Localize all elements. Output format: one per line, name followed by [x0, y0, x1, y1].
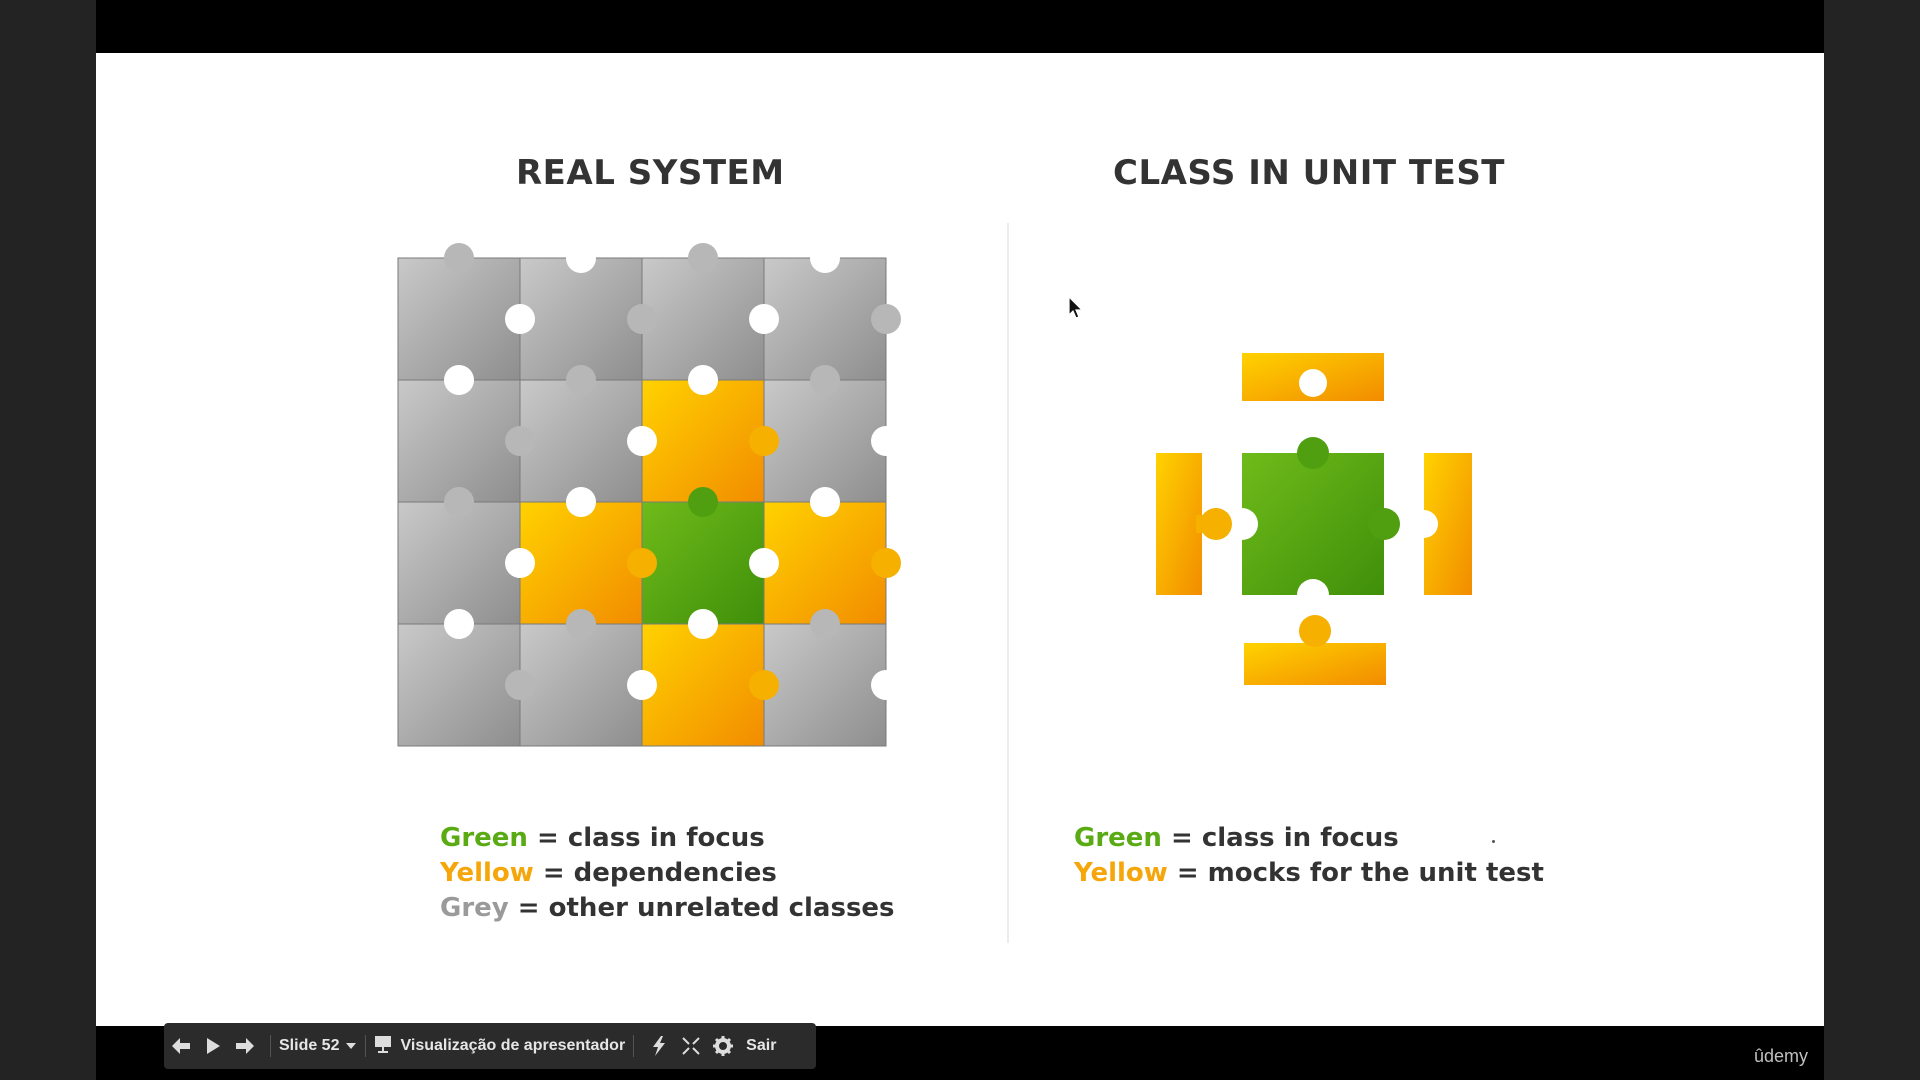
puzzle-piece — [641, 623, 765, 747]
puzzle-knob — [688, 243, 718, 273]
exit-button[interactable]: Sair — [740, 1023, 782, 1069]
center-class-piece — [1226, 437, 1400, 611]
puzzle-knob — [871, 670, 901, 700]
unit-test-puzzle-image — [1156, 353, 1472, 685]
real-system-legend: Green = class in focus Yellow = dependen… — [440, 821, 895, 926]
puzzle-knob — [505, 426, 535, 456]
stray-dot — [1492, 840, 1495, 843]
puzzle-piece — [641, 379, 765, 503]
puzzle-knob — [444, 365, 474, 395]
puzzle-knob — [688, 609, 718, 639]
puzzle-piece — [641, 501, 765, 625]
legend-green-line: Green = class in focus — [1074, 823, 1399, 853]
real-system-puzzle-image — [397, 243, 901, 747]
presentation-slide: REAL SYSTEM CLASS IN UNIT TEST — [96, 53, 1824, 1026]
real-system-title: REAL SYSTEM — [516, 153, 785, 193]
puzzle-knob — [688, 487, 718, 517]
slide-number-label: Slide 52 — [279, 1037, 340, 1054]
play-icon[interactable] — [198, 1023, 228, 1069]
puzzle-knob — [566, 487, 596, 517]
puzzle-knob — [566, 609, 596, 639]
puzzle-knob — [810, 487, 840, 517]
presenter-screen-icon — [374, 1035, 392, 1058]
puzzle-knob — [627, 670, 657, 700]
legend-yellow-line: Yellow = dependencies — [440, 858, 777, 888]
arrow-right-icon[interactable] — [228, 1023, 262, 1069]
puzzle-piece — [519, 501, 643, 625]
top-black-bar — [96, 0, 1824, 53]
class-in-unit-test-title: CLASS IN UNIT TEST — [1113, 153, 1505, 193]
gear-icon[interactable] — [706, 1023, 740, 1069]
puzzle-piece — [397, 501, 521, 625]
udemy-logo: ûdemy — [1754, 1046, 1809, 1066]
laser-pointer-icon[interactable] — [642, 1023, 676, 1069]
puzzle-knob — [749, 548, 779, 578]
puzzle-knob — [505, 670, 535, 700]
left-letterbox — [0, 0, 96, 1080]
chevron-down-icon — [345, 1037, 357, 1055]
puzzle-knob — [810, 609, 840, 639]
puzzle-knob — [444, 609, 474, 639]
right-mock-piece — [1410, 453, 1472, 595]
puzzle-piece — [763, 623, 887, 747]
unit-test-legend: Green = class in focus Yellow = mocks fo… — [1074, 821, 1544, 891]
bottom-mock-piece — [1244, 615, 1386, 685]
puzzle-knob — [505, 304, 535, 334]
slideshow-toolbar: Slide 52 Visualização de apresentador Sa… — [164, 1023, 816, 1069]
puzzle-knob — [505, 548, 535, 578]
puzzle-piece — [397, 257, 521, 381]
puzzle-piece — [763, 501, 887, 625]
toolbar-divider — [633, 1035, 635, 1057]
puzzle-knob — [871, 304, 901, 334]
puzzle-piece — [641, 257, 765, 381]
puzzle-piece — [397, 623, 521, 747]
presenter-view-button[interactable]: Visualização de apresentador — [374, 1023, 625, 1069]
toolbar-divider — [365, 1035, 367, 1057]
puzzle-knob — [749, 670, 779, 700]
legend-yellow-line: Yellow = mocks for the unit test — [1074, 858, 1544, 888]
toolbar-divider — [270, 1035, 271, 1057]
legend-green-line: Green = class in focus — [440, 823, 765, 853]
puzzle-knob — [627, 426, 657, 456]
puzzle-knob — [444, 243, 474, 273]
puzzle-piece — [763, 257, 887, 381]
puzzle-knob — [566, 243, 596, 273]
puzzle-piece — [519, 379, 643, 503]
puzzle-knob — [749, 426, 779, 456]
presenter-view-label: Visualização de apresentador — [400, 1037, 626, 1054]
puzzle-knob — [566, 365, 596, 395]
puzzle-knob — [871, 426, 901, 456]
exit-label: Sair — [746, 1037, 777, 1054]
puzzle-knob — [627, 548, 657, 578]
puzzle-knob — [810, 243, 840, 273]
top-mock-piece — [1242, 353, 1384, 401]
puzzle-knob — [810, 365, 840, 395]
puzzle-knob — [444, 487, 474, 517]
puzzle-piece — [519, 623, 643, 747]
puzzle-knob — [749, 304, 779, 334]
puzzle-knob — [871, 548, 901, 578]
left-mock-piece — [1156, 453, 1232, 595]
puzzle-piece — [763, 379, 887, 503]
puzzle-knob — [688, 365, 718, 395]
mouse-cursor-icon — [1068, 296, 1084, 319]
column-divider — [1007, 223, 1009, 943]
arrow-left-icon[interactable] — [164, 1023, 198, 1069]
right-letterbox — [1824, 0, 1920, 1080]
legend-grey-line: Grey = other unrelated classes — [440, 893, 895, 923]
puzzle-piece — [519, 257, 643, 381]
slide-selector[interactable]: Slide 52 — [279, 1023, 357, 1069]
puzzle-knob — [627, 304, 657, 334]
exit-fullscreen-icon[interactable] — [676, 1023, 706, 1069]
puzzle-piece — [397, 379, 521, 503]
